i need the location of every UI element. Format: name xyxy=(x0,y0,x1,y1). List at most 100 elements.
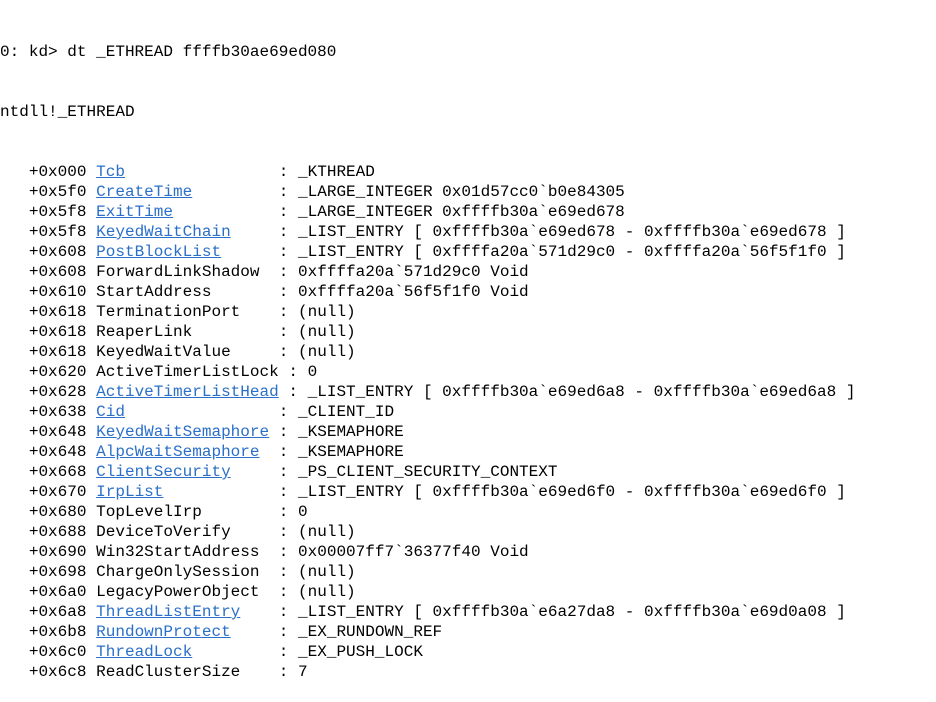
spacer xyxy=(288,263,298,281)
field-name-link[interactable]: ActiveTimerListHead xyxy=(96,383,279,401)
field-name-padding xyxy=(221,243,279,261)
field-value: (null) xyxy=(298,523,356,541)
field-name: ReaperLink xyxy=(96,323,193,341)
field-name-link[interactable]: AlpcWaitSemaphore xyxy=(96,443,260,461)
field-value: 7 xyxy=(298,663,308,681)
field-name-padding xyxy=(279,383,289,401)
field-name: ActiveTimerListLock xyxy=(96,363,279,381)
field-separator: : xyxy=(288,363,298,381)
spacer xyxy=(87,643,97,661)
field-name: ChargeOnlySession xyxy=(96,563,260,581)
struct-field-row: +0x618 TerminationPort : (null) xyxy=(0,302,936,322)
spacer xyxy=(87,183,97,201)
field-name: TopLevelIrp xyxy=(96,503,202,521)
field-separator: : xyxy=(278,263,289,281)
struct-field-list: +0x000 Tcb : _KTHREAD +0x5f0 CreateTime … xyxy=(0,162,936,682)
field-name-padding xyxy=(231,343,279,361)
field-name-link[interactable]: ThreadListEntry xyxy=(96,603,241,621)
spacer xyxy=(288,403,298,421)
struct-field-row: +0x628 ActiveTimerListHead : _LIST_ENTRY… xyxy=(0,382,936,402)
field-offset: +0x608 xyxy=(0,263,87,281)
spacer xyxy=(288,563,298,581)
field-value: _LIST_ENTRY [ 0xffffb30a`e69ed678 - 0xff… xyxy=(298,223,846,241)
field-offset: +0x5f0 xyxy=(0,183,87,201)
field-separator: : xyxy=(278,283,289,301)
spacer xyxy=(288,463,298,481)
field-separator: : xyxy=(278,203,289,221)
spacer xyxy=(288,583,298,601)
spacer xyxy=(87,503,97,521)
field-offset: +0x610 xyxy=(0,283,87,301)
field-name: KeyedWaitValue xyxy=(96,343,231,361)
field-name-link[interactable]: ThreadLock xyxy=(96,643,193,661)
spacer xyxy=(87,383,97,401)
spacer xyxy=(87,463,97,481)
spacer xyxy=(87,443,97,461)
spacer xyxy=(87,363,97,381)
field-separator: : xyxy=(278,323,289,341)
struct-field-row: +0x618 KeyedWaitValue : (null) xyxy=(0,342,936,362)
field-separator: : xyxy=(278,643,289,661)
field-separator: : xyxy=(278,523,289,541)
field-offset: +0x688 xyxy=(0,523,87,541)
spacer xyxy=(87,343,97,361)
spacer xyxy=(87,563,97,581)
struct-field-row: +0x5f0 CreateTime : _LARGE_INTEGER 0x01d… xyxy=(0,182,936,202)
field-offset: +0x648 xyxy=(0,443,87,461)
field-name-link[interactable]: IrpList xyxy=(96,483,164,501)
field-offset: +0x698 xyxy=(0,563,87,581)
field-name-link[interactable]: RundownProtect xyxy=(96,623,231,641)
struct-field-row: +0x688 DeviceToVerify : (null) xyxy=(0,522,936,542)
struct-field-row: +0x610 StartAddress : 0xffffa20a`56f5f1f… xyxy=(0,282,936,302)
field-name-padding xyxy=(279,363,289,381)
spacer xyxy=(288,423,298,441)
field-value: _LIST_ENTRY [ 0xffffa20a`571d29c0 - 0xff… xyxy=(298,243,846,261)
debugger-console-output: 0: kd> dt _ETHREAD ffffb30ae69ed080 ntdl… xyxy=(0,43,856,681)
field-name-padding xyxy=(125,403,279,421)
struct-field-row: +0x608 PostBlockList : _LIST_ENTRY [ 0xf… xyxy=(0,242,936,262)
spacer xyxy=(87,203,97,221)
field-separator: : xyxy=(278,483,289,501)
field-name-link[interactable]: Tcb xyxy=(96,163,125,181)
struct-field-row: +0x670 IrpList : _LIST_ENTRY [ 0xffffb30… xyxy=(0,482,936,502)
field-name-padding xyxy=(231,223,279,241)
symbol-type-line: ntdll!_ETHREAD xyxy=(0,103,135,121)
spacer xyxy=(288,203,298,221)
field-name-link[interactable]: CreateTime xyxy=(96,183,193,201)
struct-field-row: +0x698 ChargeOnlySession : (null) xyxy=(0,562,936,582)
field-value: (null) xyxy=(298,323,356,341)
spacer xyxy=(288,643,298,661)
field-name-padding xyxy=(260,583,279,601)
field-name-link[interactable]: Cid xyxy=(96,403,125,421)
field-offset: +0x648 xyxy=(0,423,87,441)
spacer xyxy=(87,223,97,241)
field-value: 0xffffa20a`571d29c0 Void xyxy=(298,263,529,281)
field-offset: +0x670 xyxy=(0,483,87,501)
spacer xyxy=(87,583,97,601)
field-name-link[interactable]: ExitTime xyxy=(96,203,174,221)
field-value: _EX_PUSH_LOCK xyxy=(298,643,423,661)
struct-field-row: +0x618 ReaperLink : (null) xyxy=(0,322,936,342)
field-value: (null) xyxy=(298,303,356,321)
field-name-link[interactable]: KeyedWaitChain xyxy=(96,223,231,241)
field-separator: : xyxy=(278,583,289,601)
field-offset: +0x000 xyxy=(0,163,87,181)
spacer xyxy=(87,403,97,421)
field-name-padding xyxy=(211,283,278,301)
field-name-link[interactable]: KeyedWaitSemaphore xyxy=(96,423,270,441)
field-separator: : xyxy=(278,423,289,441)
field-name-padding xyxy=(125,163,279,181)
struct-field-row: +0x648 AlpcWaitSemaphore : _KSEMAPHORE xyxy=(0,442,936,462)
spacer xyxy=(87,423,97,441)
field-name: LegacyPowerObject xyxy=(96,583,260,601)
struct-field-row: +0x648 KeyedWaitSemaphore : _KSEMAPHORE xyxy=(0,422,936,442)
field-value: (null) xyxy=(298,563,356,581)
field-separator: : xyxy=(288,383,298,401)
spacer xyxy=(87,263,97,281)
spacer xyxy=(288,323,298,341)
field-name-link[interactable]: PostBlockList xyxy=(96,243,222,261)
spacer xyxy=(288,503,298,521)
field-value: 0 xyxy=(298,503,308,521)
field-value: _KSEMAPHORE xyxy=(298,443,404,461)
field-name-link[interactable]: ClientSecurity xyxy=(96,463,231,481)
